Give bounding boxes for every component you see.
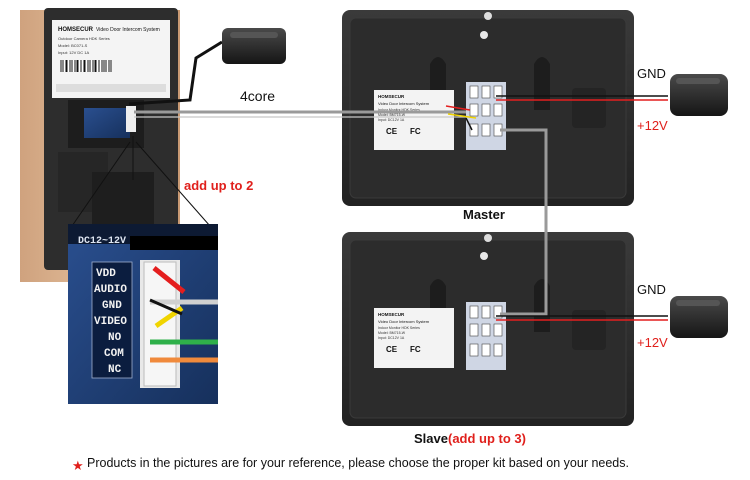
slave-power-adapter (496, 296, 728, 338)
label-slave-note: (add up to 3) (447, 431, 526, 446)
slave-rating-label (374, 308, 454, 368)
slave-monitor: HOMSECUR Video Door Intercom System Indo… (342, 232, 634, 426)
label-gnd-master: GND (637, 66, 666, 81)
master-monitor: HOMSECUR Video Door Intercom System Indo… (342, 10, 634, 206)
master-line-2: Model: BM715-W (378, 113, 406, 117)
slave-line-2: Model: BM715-W (378, 331, 406, 335)
mount-hole-icon (484, 234, 492, 242)
outdoor-title: Video Door Intercom System (96, 27, 160, 33)
label-4core: 4core (240, 88, 276, 104)
outdoor-line-2: Model: BC071-S (58, 43, 88, 48)
label-12v-master: +12V (637, 118, 668, 133)
master-title: Video Door Intercom System (378, 101, 430, 106)
terminal-zoom-inset: DC12~12V VDD AUDIO GND VIDEO NO COM NC (68, 224, 218, 404)
label-master: Master (463, 207, 505, 222)
pin-label-vdd: VDD (96, 268, 116, 280)
zoom-callout-lines (71, 136, 211, 227)
outdoor-terminal-small (126, 106, 136, 132)
slave-fc-mark: FC (410, 345, 421, 354)
outdoor-barcode (60, 60, 112, 72)
pin-label-no: NO (108, 332, 122, 344)
outdoor-line-3: Input: 12V DC 1A (58, 50, 89, 55)
master-line-3: Input: DC12V 1A (378, 118, 405, 122)
outdoor-brand: HOMSECUR (58, 27, 94, 33)
camera-lens-icon (480, 31, 488, 39)
slave-title: Video Door Intercom System (378, 319, 430, 324)
pin-label-video: VIDEO (94, 316, 127, 328)
star-icon: ★ (72, 458, 84, 473)
terminal-pin-labels: VDD AUDIO GND VIDEO NO COM NC (91, 261, 133, 379)
outdoor-pcb (84, 108, 130, 138)
outdoor-line-1: Outdoor Camera HDK Series (58, 36, 110, 41)
master-fc-mark: FC (410, 127, 421, 136)
master-ce-mark: CE (386, 127, 398, 136)
label-gnd-slave: GND (637, 282, 666, 297)
wire-red (152, 266, 186, 294)
four-core-cable (134, 105, 477, 131)
pin-label-nc: NC (108, 364, 122, 376)
label-slave-group: Slave(add up to 3) (414, 431, 526, 446)
master-rating-label (374, 90, 454, 150)
slave-line-1: Indoor Monitor HDK Series (378, 326, 420, 330)
master-line-1: Indoor Monitor HDK Series (378, 108, 420, 112)
slave-line-3: Input: DC12V 1A (378, 336, 405, 340)
master-power-adapter (496, 74, 728, 116)
outdoor-power-adapter (128, 28, 286, 106)
pin-label-gnd: GND (102, 300, 122, 312)
slave-ce-mark: CE (386, 345, 398, 354)
camera-lens-icon (480, 252, 488, 260)
slave-brand: HOMSECUR (378, 312, 405, 317)
pin-label-audio: AUDIO (94, 284, 127, 296)
mount-hole-icon (484, 12, 492, 20)
label-12v-slave: +12V (637, 335, 668, 350)
master-slave-bus-cable (500, 128, 548, 316)
pin-label-com: COM (104, 348, 124, 360)
footer-note: Products in the pictures are for your re… (87, 456, 629, 470)
terminal-header: DC12~12V (78, 236, 126, 247)
wire-black (149, 298, 183, 316)
master-brand: HOMSECUR (378, 94, 405, 99)
label-add-up-to-2: add up to 2 (184, 178, 254, 193)
label-slave: Slave (414, 431, 448, 446)
